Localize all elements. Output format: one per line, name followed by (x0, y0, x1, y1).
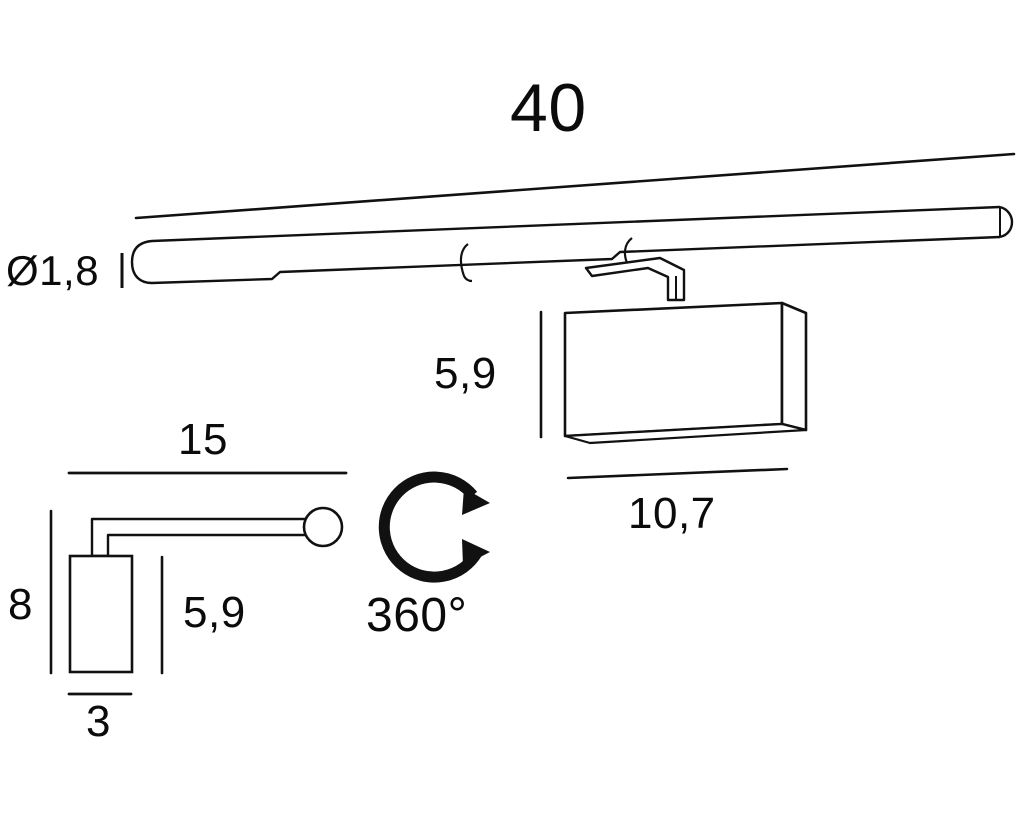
lamp-head-rect-side (68, 554, 134, 674)
arm (90, 517, 311, 558)
lamp-head-box-bottom-face (563, 422, 808, 445)
dimension-label-bar-length: 40 (510, 70, 587, 146)
dimension-line-40 (134, 152, 1016, 220)
wall-mount-circle (302, 506, 344, 548)
dimension-label-side-depth: 15 (178, 415, 228, 464)
tube-joint-ring-left (459, 243, 473, 283)
dimension-line-head-width (566, 467, 789, 480)
lamp-head-box-front-face (563, 301, 784, 438)
tube-lower-edge (130, 235, 1001, 285)
front-view-group (120, 152, 1016, 480)
side-view-group (49, 471, 348, 696)
rotation-label: 360° (366, 589, 468, 642)
tube-upper-edge (130, 205, 1001, 263)
rotation-arrow-icon (378, 471, 490, 583)
dimension-label-bar-diameter: Ø1,8 (6, 247, 100, 294)
dimension-label-side-head-width: 3 (86, 697, 111, 746)
tube-right-end-cap (999, 205, 1014, 239)
dimension-label-side-height: 8 (8, 580, 33, 629)
dimension-label-side-head-height: 5,9 (183, 588, 246, 637)
dimension-label-head-width-front: 10,7 (628, 489, 716, 538)
mount-bracket (584, 256, 686, 302)
dimension-label-head-height-front: 5,9 (434, 349, 497, 398)
lamp-head-box-side-face (780, 301, 808, 432)
